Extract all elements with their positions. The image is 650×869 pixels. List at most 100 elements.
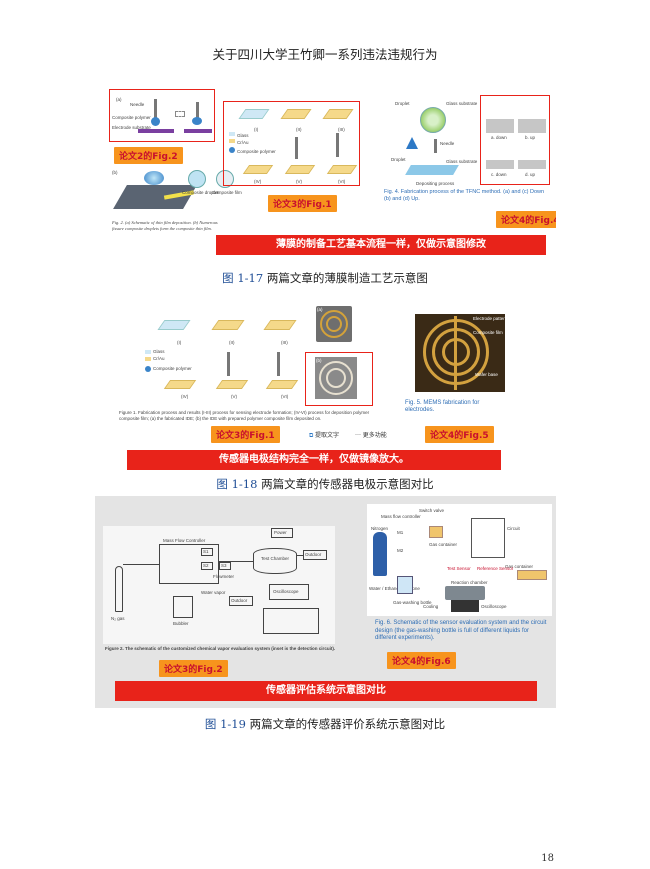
p3-needle-2: [277, 352, 280, 376]
oscilloscope: [451, 600, 479, 612]
needle-2: [196, 102, 199, 118]
panel-a-down: [486, 105, 514, 133]
paper3-fig1-caption: Figure 1. Fabrication process and result…: [119, 410, 371, 422]
right-label-gas-container: Gas container: [429, 542, 457, 547]
right-label-test-sensor: Test Sensor: [447, 566, 471, 571]
mid-needle-1: [295, 137, 298, 159]
right-label-circuit: Circuit: [507, 526, 520, 531]
toolbar-more[interactable]: ⋯ 更多功能: [355, 430, 387, 439]
p3-legend-drop: [145, 366, 151, 372]
left-label-s2: S2: [203, 563, 209, 568]
left-label-s1: S1: [203, 549, 209, 554]
figure3-banner: 传感器评估系统示意图对比: [115, 681, 537, 701]
left-label-n2: N₂ gas: [111, 616, 125, 621]
legend-glass: [229, 132, 235, 136]
label-composite: Composite polymer: [112, 115, 151, 120]
p3-gold-iii: [263, 320, 296, 330]
label-glass-substrate-2: Glass substrate: [446, 159, 477, 164]
legend-gold: [229, 139, 235, 143]
toolbar-extract-label: 提取文字: [315, 433, 339, 439]
tag-paper3-fig2: 论文3的Fig.2: [159, 660, 228, 677]
label-needle: Needle: [130, 102, 144, 107]
p3-label-vi: (VI): [281, 394, 288, 399]
paper3-fig2-caption: Figure 2. The schematic of the customize…: [105, 646, 337, 652]
droplet-2: [192, 117, 202, 125]
figure-1-17-caption: 图 1-17 两篇文章的薄膜制造工艺示意图: [0, 270, 650, 286]
paper3-fig2-schematic: N₂ gas Mass Flow Controller S1 S2 S3 Flo…: [103, 526, 335, 644]
tag-paper3-fig1: 论文3的Fig.1: [268, 195, 337, 212]
up-arrow: [406, 137, 418, 149]
label-ii: (II): [296, 127, 302, 132]
label-a: (a): [116, 97, 122, 102]
p3-label-iii: (III): [281, 340, 288, 345]
label-depositing: Depositing process: [416, 181, 454, 186]
p3-label-iv: (IV): [181, 394, 188, 399]
right-label-reaction: Reaction chamber: [451, 580, 488, 585]
washing-bottles: [397, 576, 413, 594]
left-label-bubbler: Bubbler: [173, 621, 189, 626]
p3-gold-iv: [164, 380, 196, 389]
label-vi: (VI): [338, 179, 345, 184]
tag-paper3-fig1-b: 论文3的Fig.1: [211, 426, 280, 443]
figure-1-18-caption: 图 1-18 两篇文章的传感器电极示意图对比: [0, 476, 650, 492]
gas-container-box: [429, 526, 443, 538]
legend-drop: [229, 147, 235, 153]
right-label-m2: M2: [397, 548, 403, 553]
toolbar-more-label: 更多功能: [363, 433, 387, 439]
figure-1-18-title: 两篇文章的传感器电极示意图对比: [257, 477, 433, 491]
left-label-water-vapor: Water vapor: [201, 590, 225, 595]
p3-label-v: (V): [231, 394, 237, 399]
right-label-m1: M1: [397, 530, 403, 535]
label-c-down: c. down: [491, 172, 507, 177]
right-label-mfc: Mass flow controller: [381, 514, 421, 519]
photo-label-wafer: Wafer base: [475, 372, 498, 377]
tag-paper2-fig2: 论文2的Fig.2: [114, 147, 183, 164]
paper4-fig5-caption: Fig. 5. MEMS fabrication for electrodes.: [405, 400, 510, 414]
panel-c-down: [486, 147, 514, 169]
p3-gold-vi: [266, 380, 298, 389]
toolbar-extract-text[interactable]: ⧉ 提取文字: [309, 430, 339, 440]
mid-needle-2: [336, 133, 339, 157]
tag-paper4-fig6: 论文4的Fig.6: [387, 652, 456, 669]
label-b: (b): [112, 170, 118, 175]
figure1-banner: 薄膜的制备工艺基本流程一样，仅做示意图修改: [216, 235, 546, 255]
label-composite-mid: Composite polymer: [237, 149, 276, 154]
paper4-fig6-caption: Fig. 6. Schematic of the sensor evaluati…: [375, 620, 551, 643]
label-i: (I): [254, 127, 258, 132]
label-iii: (III): [338, 127, 345, 132]
label-d-up: d. up: [525, 172, 535, 177]
gas-cylinder: [115, 566, 123, 612]
figure-1-18-number: 图 1-18: [216, 477, 257, 491]
figure-1-19-panel: N₂ gas Mass Flow Controller S1 S2 S3 Flo…: [95, 496, 556, 708]
figure-1-19-title: 两篇文章的传感器评价系统示意图对比: [246, 717, 445, 731]
p3-label-crau: Cr/Au: [153, 356, 165, 361]
gas-container2-box: [517, 570, 547, 580]
substrate-3d: [113, 185, 197, 209]
label-v: (V): [296, 179, 302, 184]
tag-paper4-fig4: 论文4的Fig.4: [496, 211, 556, 228]
right-label-cooling: Cooling: [423, 604, 438, 609]
label-glass: Glass: [237, 133, 249, 138]
ide-label-b: (b): [316, 358, 322, 363]
figure-1-17-panel: (a) Needle Composite polymer Electrode s…: [108, 87, 556, 259]
arrow-1: [175, 111, 185, 117]
circuit-diagram: [471, 518, 505, 558]
figure-1-19-number: 图 1-19: [205, 717, 246, 731]
left-label-outdoor1: Outdoor: [305, 552, 321, 557]
p3-label-composite: Composite polymer: [153, 366, 192, 371]
ide-photo-b: [315, 357, 357, 399]
needle-1: [154, 99, 157, 119]
label-a-down: a. down: [491, 135, 507, 140]
figure2-banner: 传感器电极结构完全一样，仅做镜像放大。: [127, 450, 501, 470]
left-label-chamber: Test Chamber: [261, 556, 289, 561]
p3-needle-1: [227, 352, 230, 376]
p3-legend-glass: [145, 350, 151, 354]
p3-label-ii: (II): [229, 340, 235, 345]
pipe-line-3: [297, 555, 303, 556]
label-crau: Cr/Au: [237, 140, 249, 145]
figure-1-17-title: 两篇文章的薄膜制造工艺示意图: [263, 271, 428, 285]
pipe-line-2: [219, 561, 253, 562]
p3-gold-v: [216, 380, 248, 389]
p3-legend-gold: [145, 357, 151, 361]
right-label-switch: Switch valve: [419, 508, 444, 513]
